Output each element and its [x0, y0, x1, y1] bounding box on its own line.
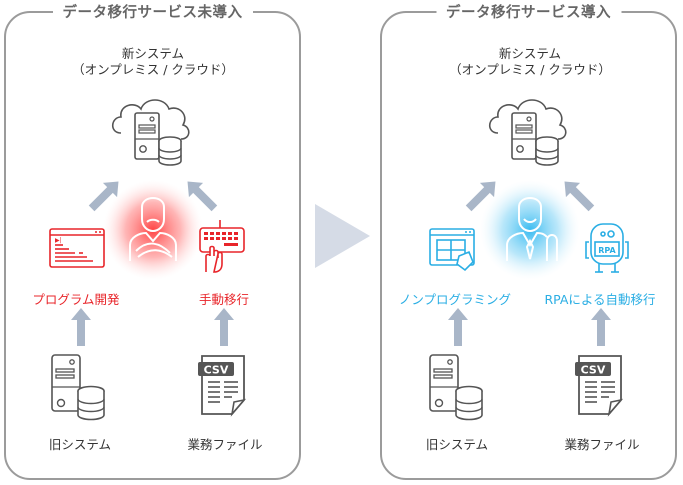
new-system-line2: （オンプレミス / クラウド） [72, 62, 234, 77]
manual-migration-label: 手動移行 [198, 292, 250, 307]
arrow-up-right [591, 308, 611, 346]
happy-person-icon [506, 197, 558, 261]
new-system-line1: 新システム [121, 46, 185, 61]
old-system-server-icon [429, 354, 483, 421]
keyboard-hand-icon [199, 220, 245, 273]
svg-text:▶|: ▶| [55, 237, 62, 244]
rpa-automatic-migration-label: RPAによる自動移行 [544, 292, 656, 307]
arrow-up-left [448, 308, 468, 346]
no-programming-label: ノンプログラミング [398, 292, 512, 307]
rpa-robot-icon: RPA [585, 223, 629, 273]
business-file-label: 業務ファイル [187, 437, 263, 452]
panel-title: データ移行サービス未導入 [52, 1, 253, 22]
new-system-label: 新システム （オンプレミス / クラウド） [449, 46, 611, 78]
new-system-line1: 新システム [498, 46, 562, 61]
puzzle-window-icon [429, 228, 475, 272]
new-system-line2: （オンプレミス / クラウド） [449, 62, 611, 77]
business-file-csv-icon [574, 355, 622, 415]
old-system-label: 旧システム [425, 437, 489, 452]
rpa-badge: RPA [598, 246, 616, 255]
panel-with-service: データ移行サービス導入 [380, 1, 677, 480]
business-file-label: 業務ファイル [564, 437, 640, 452]
new-system-label: 新システム （オンプレミス / クラウド） [72, 46, 234, 78]
play-triangle-icon [315, 204, 370, 268]
program-code-window-icon: ▶| [49, 228, 105, 268]
old-system-label: 旧システム [48, 437, 112, 452]
troubled-person-icon [129, 197, 177, 261]
panel-without-service: データ移行サービス未導入 [4, 1, 301, 480]
panel-title: データ移行サービス導入 [436, 1, 621, 22]
program-development-label: プログラム開発 [32, 292, 120, 307]
